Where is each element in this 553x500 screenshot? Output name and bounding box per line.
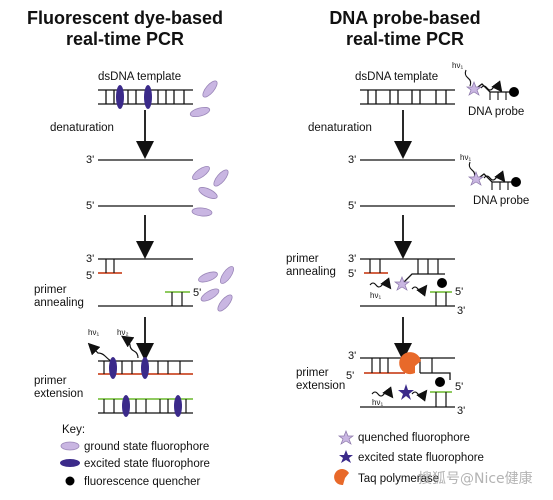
right-hv1-label: hν₁: [460, 153, 471, 162]
free-ground-fluorophores: [189, 80, 218, 118]
key-quencher: fluorescence quencher: [84, 476, 201, 488]
right-3prime-label: 3': [348, 350, 356, 362]
right-5prime-label: 5': [348, 268, 356, 280]
key-taq: Taq polymerase: [358, 473, 439, 485]
excited-fluorophore: [174, 395, 182, 417]
left-emission-wave: [87, 342, 113, 363]
probe-excitation-wave: [369, 277, 392, 290]
right-denaturation-label: denaturation: [308, 122, 372, 134]
right-dsdna-label: dsDNA template: [355, 71, 438, 83]
key-heading: Key:: [62, 424, 85, 436]
left-hv2-label: hν₂: [117, 328, 129, 337]
free-ground-fluorophores: [198, 266, 235, 312]
ground-state-key-icon: [60, 441, 80, 451]
left-primer-rungs: [105, 259, 115, 273]
left-primer-label: primer: [34, 284, 67, 296]
left-emission-wave: [121, 335, 139, 359]
right-extension-rungs: [435, 392, 447, 407]
right-3prime-label: 3': [348, 253, 356, 265]
probe-excitation-wave: [371, 386, 394, 399]
key-excited-star: excited state fluorophore: [358, 452, 484, 464]
excited-fluorophore: [122, 395, 130, 417]
right-hv1-label: hν₁: [370, 291, 381, 300]
probe-excitation-wave: [483, 170, 506, 183]
quenched-fluorophore-star: [467, 171, 485, 186]
right-primer-label: primer: [296, 367, 329, 379]
right-3prime-label: 3': [348, 154, 356, 166]
probe-emission-wave: [411, 389, 428, 402]
excited-state-key-icon: [60, 459, 80, 467]
right-primer-rungs: [369, 259, 381, 273]
left-primer-label: primer: [34, 375, 67, 387]
key-excited-state: excited state fluorophore: [84, 458, 210, 470]
quenched-key-icon: [337, 430, 355, 445]
taq-key-icon: [334, 469, 349, 486]
quencher-dot: [511, 177, 521, 187]
probe-emission-wave: [411, 284, 428, 297]
excited-fluorophore: [109, 357, 117, 379]
quenched-fluorophore-star: [465, 81, 483, 96]
bound-probe-rungs: [417, 259, 439, 274]
quencher-dot: [509, 87, 519, 97]
right-annealing-label: annealing: [286, 266, 336, 278]
left-primer-rungs: [171, 292, 183, 306]
right-5prime-label: 5': [455, 381, 463, 393]
excited-fluorophore: [141, 357, 149, 379]
left-5prime-label: 5': [86, 200, 94, 212]
quencher-dot: [437, 278, 447, 288]
key-quenched: quenched fluorophore: [358, 432, 470, 444]
left-extension-label: extension: [34, 388, 83, 400]
key-ground-state: ground state fluorophore: [84, 441, 209, 453]
excited-fluorophore: [116, 85, 124, 109]
right-title-line1: DNA probe-based: [329, 8, 480, 28]
left-hv1-label: hν₁: [88, 328, 99, 337]
right-dsdna-duplex: [360, 89, 455, 105]
right-extension-label: extension: [296, 380, 345, 392]
displaced-probe-strand: [420, 372, 451, 380]
excited-fluorophore: [144, 85, 152, 109]
right-primer-label: primer: [286, 253, 319, 265]
left-title-line1: Fluorescent dye-based: [27, 8, 223, 28]
right-hv1-label: hν₁: [372, 398, 383, 407]
free-ground-fluorophores: [191, 165, 229, 217]
left-5prime-label: 5': [193, 287, 201, 299]
watermark: 搜狐号@Nice健康: [418, 470, 533, 487]
left-denaturation-label: denaturation: [50, 122, 114, 134]
probe-emission-wave: [464, 69, 472, 87]
dna-probe-rungs: [491, 182, 509, 190]
excited-fluorophore-star: [398, 384, 414, 400]
taq-polymerase: [399, 352, 421, 375]
right-5prime-label: 5': [348, 200, 356, 212]
excited-key-icon: [339, 450, 353, 463]
right-hv1-label: hν₁: [452, 61, 463, 70]
right-dna-probe-label-2: DNA probe: [473, 195, 529, 207]
bound-probe-strand: [401, 273, 445, 285]
quenched-fluorophore-star: [393, 276, 411, 291]
left-annealing-label: annealing: [34, 297, 84, 309]
quencher-dot: [435, 377, 445, 387]
right-primer-rungs: [435, 292, 447, 306]
probe-emission-wave: [468, 161, 476, 179]
right-5prime-label: 5': [455, 286, 463, 298]
left-3prime-label: 3': [86, 253, 94, 265]
quencher-key-icon: [65, 476, 75, 486]
left-dsdna-label: dsDNA template: [98, 71, 181, 83]
dna-probe-rungs: [489, 92, 507, 100]
right-3prime-label: 3': [457, 305, 465, 317]
left-title-line2: real-time PCR: [66, 29, 184, 49]
left-5prime-label: 5': [86, 270, 94, 282]
right-title-line2: real-time PCR: [346, 29, 464, 49]
left-3prime-label: 3': [86, 154, 94, 166]
right-3prime-label: 3': [457, 405, 465, 417]
right-5prime-label: 5': [346, 370, 354, 382]
right-dna-probe-label-1: DNA probe: [468, 106, 524, 118]
